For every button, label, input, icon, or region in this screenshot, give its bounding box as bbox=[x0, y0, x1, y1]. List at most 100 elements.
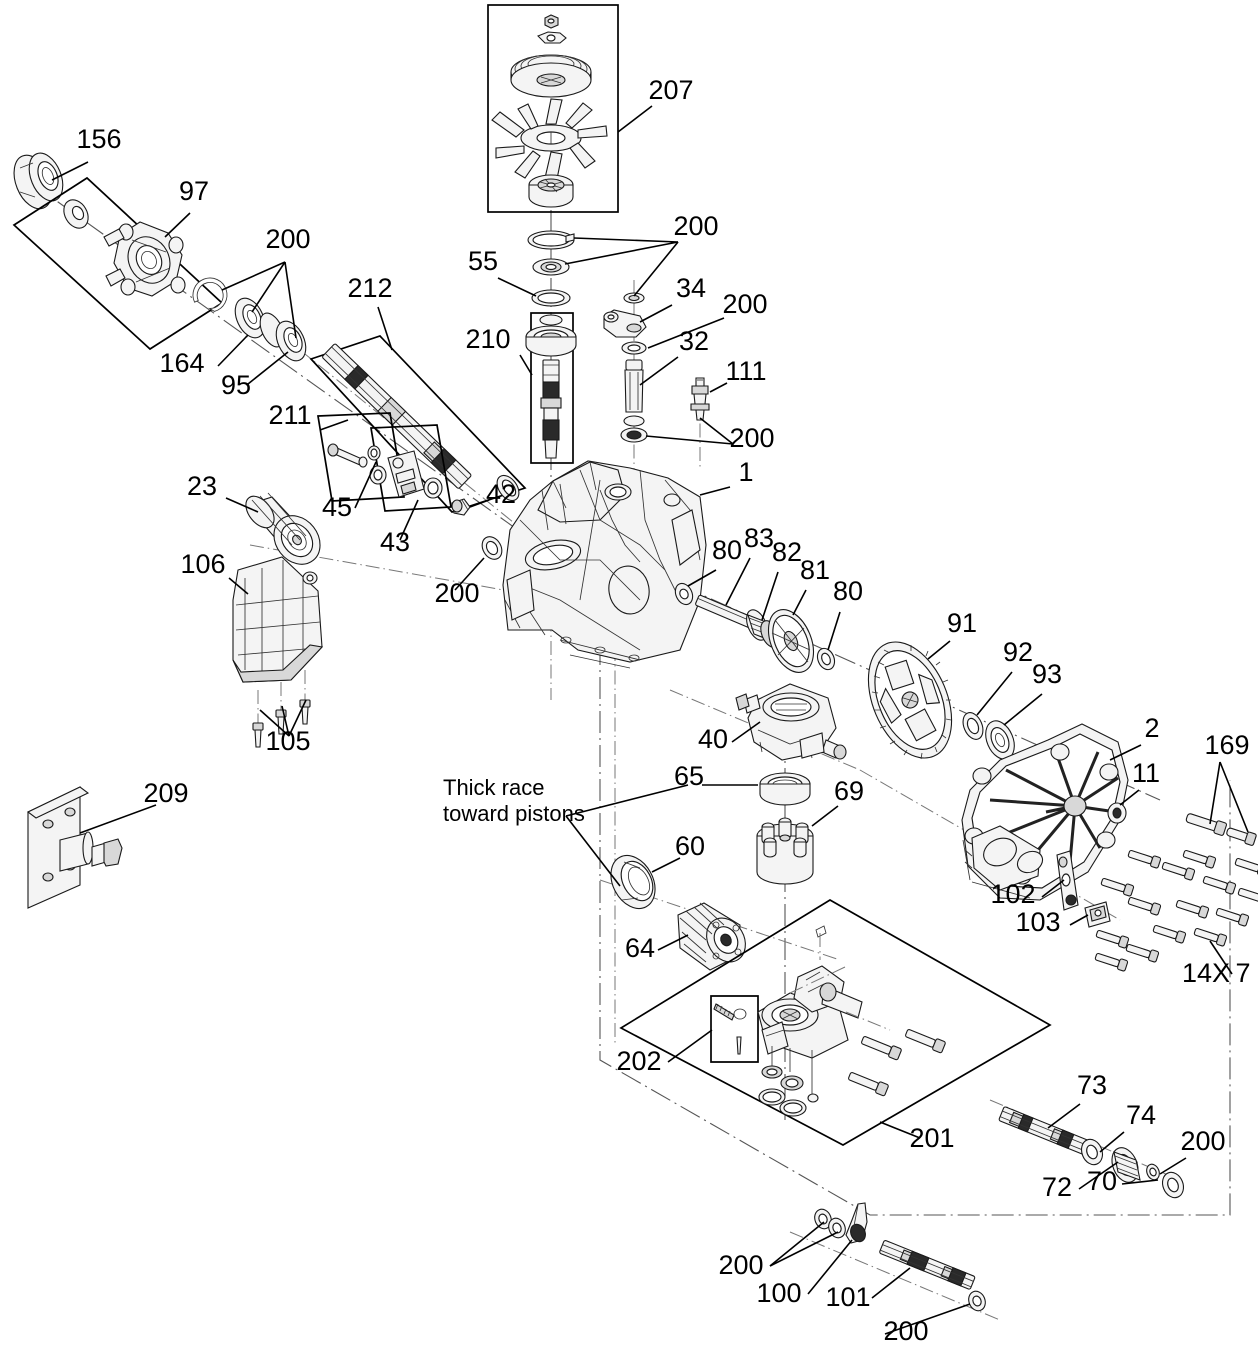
pump-shaft-kit-210 bbox=[525, 312, 577, 464]
pump-body bbox=[757, 965, 863, 1059]
callout-seal-164: 164 bbox=[159, 348, 204, 378]
bushing-11 bbox=[1107, 802, 1127, 824]
kit-211 bbox=[317, 412, 503, 560]
seal-60 bbox=[610, 855, 656, 909]
callout-control-shaft-101: 101 bbox=[825, 1282, 870, 1312]
callout-kit-211: 211 bbox=[268, 400, 311, 430]
callout-fastener-200-a: 200 bbox=[265, 224, 310, 254]
leader-lines bbox=[51, 105, 1249, 1335]
lever-34-damper-32 bbox=[603, 292, 648, 443]
control-shaft-assembly bbox=[814, 1202, 986, 1312]
bypass-valve-111 bbox=[690, 377, 710, 421]
clip-103 bbox=[1084, 901, 1111, 928]
callout-washer-74: 74 bbox=[1126, 1100, 1156, 1130]
callout-fitting-42: 42 bbox=[486, 479, 516, 509]
callout-gear-72: 72 bbox=[1042, 1172, 1072, 1202]
link-102 bbox=[1056, 850, 1079, 911]
damper-32 bbox=[624, 359, 644, 413]
callout-filter-bracket-106: 106 bbox=[180, 549, 225, 579]
callout-tool-209: 209 bbox=[143, 778, 188, 808]
callout-oil-filter-23: 23 bbox=[187, 471, 217, 501]
shaft-73-assembly bbox=[998, 1106, 1185, 1199]
hub-assembly-97 bbox=[12, 176, 224, 351]
callout-fastener-200-d: 200 bbox=[722, 289, 767, 319]
callout-washer-70: 70 bbox=[1087, 1166, 1117, 1196]
callout-seal-60: 60 bbox=[675, 831, 705, 861]
callout-kit-202: 202 bbox=[616, 1046, 661, 1076]
screws-105 bbox=[252, 670, 311, 748]
gear-train bbox=[674, 582, 836, 673]
callout-side-cover-2: 2 bbox=[1144, 713, 1159, 743]
kit-202 bbox=[713, 1003, 747, 1055]
cylinder-block-69 bbox=[756, 817, 814, 885]
callout-layer: 1569720016495212211454342231061052002092… bbox=[76, 75, 1250, 1346]
callout-screws-105: 105 bbox=[265, 726, 310, 756]
callout-bearing-65: 65 bbox=[674, 761, 704, 791]
callout-bearing-95: 95 bbox=[221, 370, 251, 400]
charge-pump-201 bbox=[619, 899, 1052, 1146]
callout-fastener-200-e: 200 bbox=[729, 423, 774, 453]
callout-hub-assembly-97: 97 bbox=[179, 176, 209, 206]
gear-81 bbox=[767, 609, 815, 673]
callout-charge-pump-201: 201 bbox=[909, 1123, 954, 1153]
callout-plug-45: 45 bbox=[322, 492, 352, 522]
shaft-83 bbox=[695, 594, 755, 629]
washer-92 bbox=[962, 712, 984, 740]
seal-55 bbox=[531, 289, 571, 307]
fan-assembly-207 bbox=[487, 4, 619, 213]
note-line-2: toward pistons bbox=[443, 801, 585, 826]
bearing-95 bbox=[275, 320, 307, 362]
thick-race-note: Thick race toward pistons bbox=[443, 775, 585, 826]
callout-quantity-14x: 14X bbox=[1182, 958, 1230, 988]
callout-fastener-200-g: 200 bbox=[718, 1250, 763, 1280]
callout-drive-gear-91: 91 bbox=[947, 608, 977, 638]
callout-link-102: 102 bbox=[990, 879, 1035, 909]
fitting-42 bbox=[451, 498, 471, 516]
callout-shaft-73: 73 bbox=[1077, 1070, 1107, 1100]
callout-fastener-200-c: 200 bbox=[673, 211, 718, 241]
cooling-fan bbox=[491, 98, 608, 180]
note-line-1: Thick race bbox=[443, 775, 544, 800]
callout-bypass-valve-111: 111 bbox=[725, 356, 766, 386]
callout-cover-plate-43: 43 bbox=[380, 527, 410, 557]
callout-swashplate-40: 40 bbox=[698, 724, 728, 754]
bolts-7-array bbox=[1094, 849, 1258, 972]
housing-1 bbox=[502, 460, 707, 669]
vertical-axis-parts bbox=[527, 230, 575, 307]
callout-dowel-pins-169: 169 bbox=[1204, 730, 1249, 760]
callout-pinion-82: 82 bbox=[772, 537, 802, 567]
callout-washer-80-a: 80 bbox=[712, 535, 742, 565]
callout-pump-rotor-64: 64 bbox=[625, 933, 655, 963]
callout-seal-55: 55 bbox=[468, 246, 498, 276]
bearing-65 bbox=[759, 772, 811, 806]
callout-bearing-156: 156 bbox=[76, 124, 121, 154]
callout-clip-103: 103 bbox=[1015, 907, 1060, 937]
bearing-156 bbox=[13, 152, 64, 210]
gear-72 bbox=[1111, 1147, 1141, 1183]
callout-bushing-11: 11 bbox=[1132, 758, 1160, 788]
callout-cylinder-block-69: 69 bbox=[834, 776, 864, 806]
side-cover-2 bbox=[961, 723, 1129, 901]
callout-washer-92: 92 bbox=[1003, 637, 1033, 667]
cover-plate-43 bbox=[387, 450, 425, 498]
callout-bearing-93: 93 bbox=[1032, 659, 1062, 689]
snapring-and-bearings bbox=[186, 271, 307, 362]
callout-washer-80-b: 80 bbox=[833, 576, 863, 606]
dowel-pins-169 bbox=[1185, 813, 1257, 846]
callout-fastener-200-f: 200 bbox=[1180, 1126, 1225, 1156]
filter-bracket-106 bbox=[232, 556, 324, 683]
callout-fastener-200-b: 200 bbox=[434, 578, 479, 608]
callout-housing-1: 1 bbox=[738, 457, 753, 487]
callout-damper-32: 32 bbox=[679, 326, 709, 356]
drive-gear-91 bbox=[867, 641, 953, 760]
callout-fan-assembly-207: 207 bbox=[648, 75, 693, 105]
callout-pump-shaft-kit-210: 210 bbox=[465, 324, 510, 354]
pump-rotor-64 bbox=[677, 902, 746, 971]
fan-coupler bbox=[528, 174, 574, 208]
oil-filter-23 bbox=[245, 492, 321, 565]
callout-lever-34: 34 bbox=[676, 273, 706, 303]
callout-arm-100: 100 bbox=[756, 1278, 801, 1308]
arm-100 bbox=[845, 1202, 868, 1244]
tool-209 bbox=[26, 786, 123, 909]
